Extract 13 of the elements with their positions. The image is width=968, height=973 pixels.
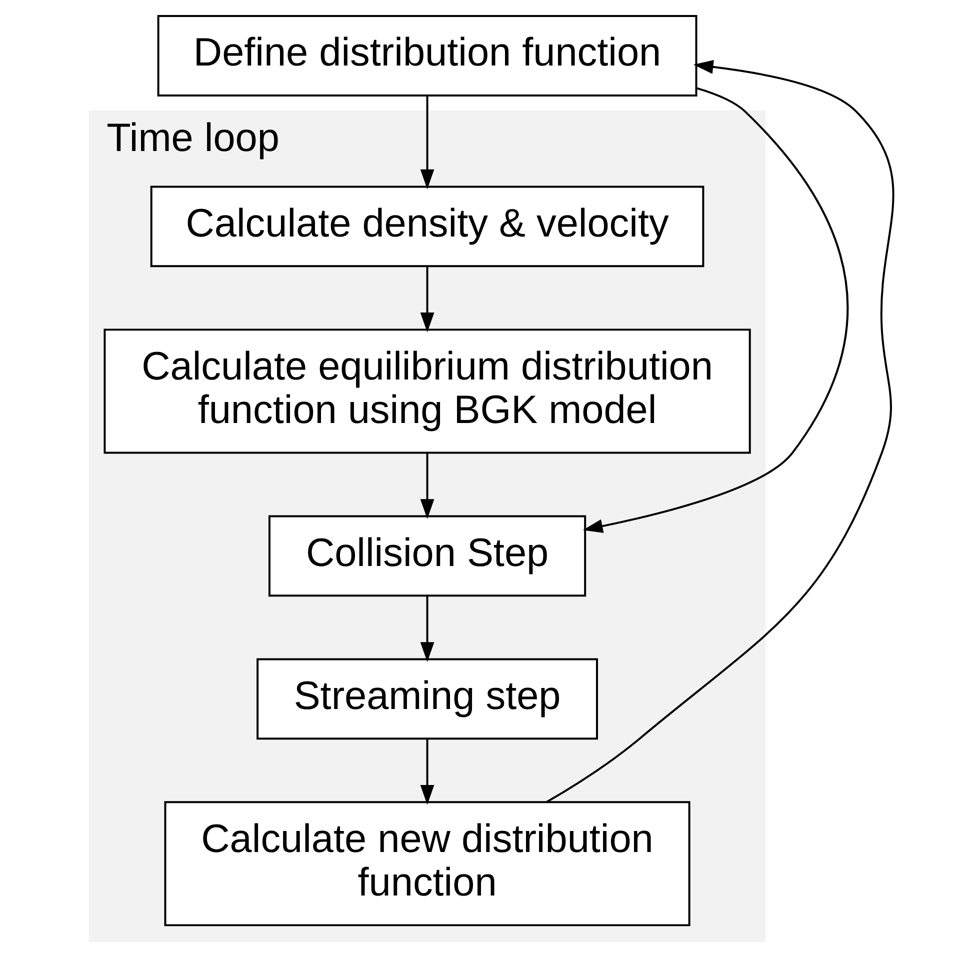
arrow	[420, 266, 434, 332]
node-box: Calculate new distribution function	[164, 801, 690, 926]
node-box: Calculate equilibrium distribution function using BGK model	[104, 328, 751, 454]
node-box: Define distribution function	[157, 15, 698, 96]
arrow	[546, 60, 894, 803]
arrow	[420, 453, 434, 519]
node-box: Streaming step	[256, 658, 598, 740]
arrow	[420, 96, 434, 190]
arrow	[420, 596, 434, 662]
node-box: Calculate density & velocity	[150, 186, 704, 268]
arrow	[420, 739, 434, 805]
arrow	[582, 87, 849, 533]
node-box: Collision Step	[268, 515, 586, 597]
